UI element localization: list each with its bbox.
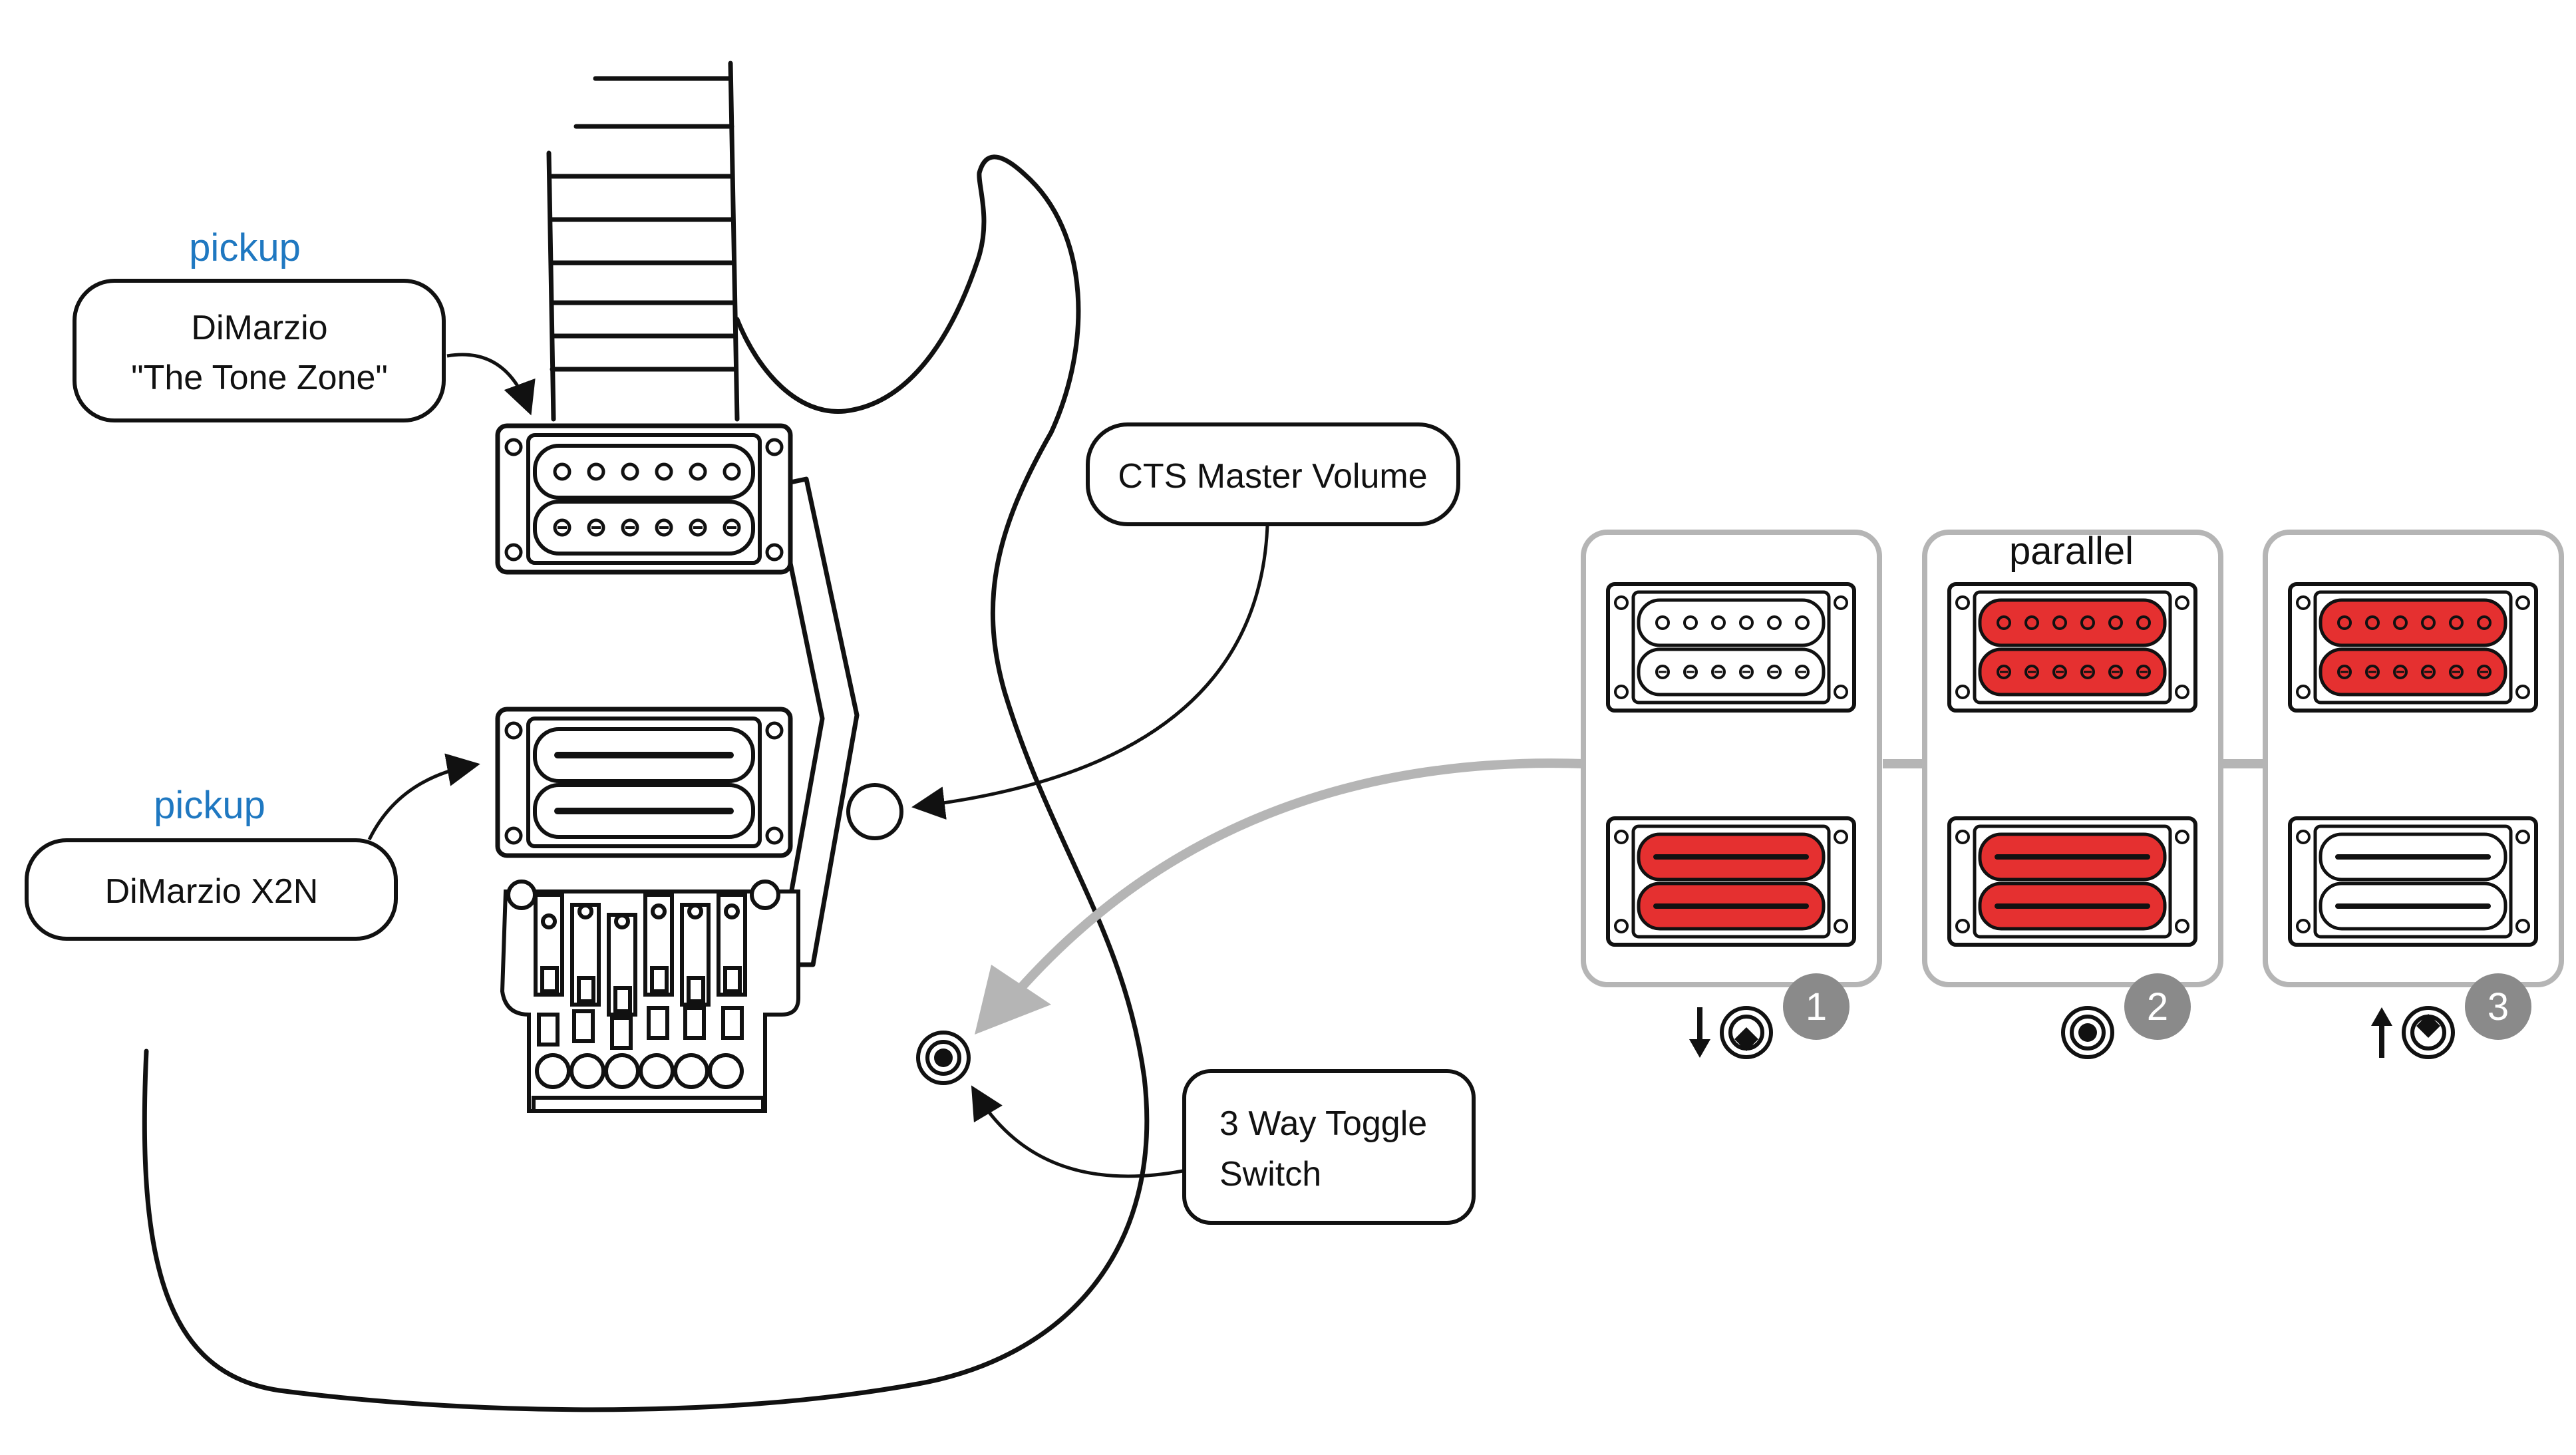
bridge-callout-arrow: [367, 753, 480, 841]
panel-bridge-pickup: [1947, 816, 2197, 947]
panel-bridge-pickup: [2288, 816, 2538, 947]
toggle-callout-line1: 3 Way Toggle: [1219, 1104, 1427, 1143]
position-number: 2: [2147, 985, 2168, 1029]
toggle-positions: 1 parallel 2 3: [1581, 530, 2564, 1059]
panel-neck-pickup: [2288, 582, 2538, 713]
panel-label: parallel: [2009, 530, 2134, 573]
panel-bridge-pickup: [1606, 816, 1856, 947]
toggle-position-panel-2: parallel 2: [1922, 530, 2223, 1059]
volume-callout-arrow: [911, 525, 1269, 820]
toggle-callout-arrow: [971, 1085, 1184, 1178]
toggle-switch: [916, 1031, 971, 1085]
position-number: 3: [2488, 985, 2509, 1029]
position-number: 1: [1806, 985, 1827, 1029]
neck-pickup-tag: pickup: [189, 226, 301, 269]
panel-neck-pickup: [1947, 582, 2197, 713]
neck-callout-line1: DiMarzio: [191, 309, 327, 347]
bridge-pickup-tag: pickup: [154, 784, 265, 827]
volume-knob: [846, 783, 903, 840]
neck-callout-line2: "The Tone Zone": [131, 359, 388, 397]
arrow-up-icon: [2371, 1007, 2392, 1058]
toggle-position-panel-3: 3: [2263, 530, 2564, 1059]
position-number-badge: [2465, 973, 2531, 1040]
panel-connector: [1014, 758, 2265, 995]
bridge-pickup: [498, 709, 790, 856]
upper-horn-outline: [142, 154, 1150, 1412]
switch-position-icon: [2061, 1006, 2114, 1059]
guitar-body: [142, 61, 1150, 1412]
position-number-badge: [2124, 973, 2191, 1040]
switch-position-icon: [2402, 1006, 2455, 1059]
volume-callout-line1: CTS Master Volume: [1118, 457, 1427, 496]
switch-position-icon: [1720, 1006, 1773, 1059]
volume-callout-box: [1086, 422, 1460, 526]
neck-callout-arrow: [446, 353, 536, 416]
position-number-badge: [1783, 973, 1850, 1040]
tremolo-bridge: [500, 880, 800, 1113]
gray-arrow-head: [975, 965, 1051, 1035]
toggle-callout-line2: Switch: [1219, 1155, 1321, 1194]
toggle-position-panel-1: 1: [1581, 530, 1882, 1059]
neck-callout-box: [73, 279, 446, 422]
bridge-callout-box: [25, 838, 398, 941]
panel-neck-pickup: [1606, 582, 1856, 713]
neck-pickup: [498, 426, 790, 572]
bridge-callout-line1: DiMarzio X2N: [105, 872, 319, 911]
arrow-down-icon: [1689, 1007, 1710, 1058]
toggle-callout-box: [1182, 1069, 1476, 1225]
fretboard: [546, 61, 740, 422]
